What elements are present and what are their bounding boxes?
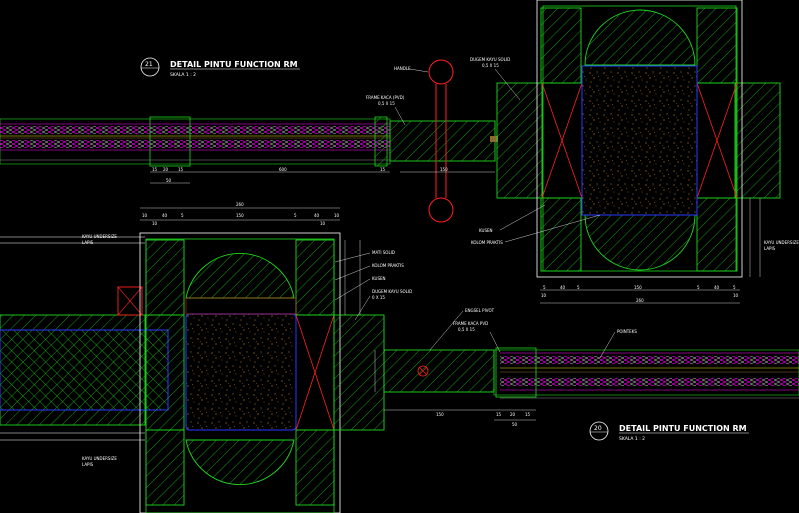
svg-text:10: 10 [142, 213, 148, 218]
svg-text:10: 10 [733, 293, 739, 298]
svg-text:10: 10 [152, 221, 158, 226]
svg-text:10: 10 [334, 213, 340, 218]
svg-text:150: 150 [440, 167, 448, 172]
svg-text:150: 150 [436, 412, 444, 417]
svg-text:150: 150 [236, 213, 244, 218]
svg-text:50: 50 [512, 422, 518, 427]
detail-number: 20 [594, 425, 602, 432]
column-core-bottom [185, 313, 297, 431]
svg-text:15: 15 [380, 167, 386, 172]
svg-text:40: 40 [162, 213, 168, 218]
svg-text:5: 5 [294, 213, 297, 218]
detail-scale: SKALA 1 : 2 [170, 72, 196, 78]
svg-text:10: 10 [320, 221, 326, 226]
detail-number-circle [589, 421, 609, 441]
label-kolom: KOLOM PRAKTIS [471, 240, 503, 245]
top-labels: HANDLE FRAME KACA (PVD) 0,5 X 15 DUGEM K… [366, 57, 799, 251]
svg-text:LAPIS: LAPIS [82, 240, 94, 245]
label-kusen: KUSEN [479, 228, 493, 233]
wall-left [0, 236, 169, 441]
label-kolom-praktis: KOLOM PRAKTIS [372, 263, 404, 268]
label-pointeks: POINTEKS [617, 329, 637, 334]
svg-text:LAPIS: LAPIS [82, 462, 94, 467]
svg-text:15: 15 [525, 412, 531, 417]
label-engsel: ENGSEL PIVOT [465, 308, 495, 313]
detail-number: 21 [145, 61, 153, 68]
svg-text:5: 5 [543, 285, 546, 290]
svg-text:260: 260 [636, 298, 644, 303]
bottom-labels: KAYU UNDERSIZE LAPIS KAYU UNDERSIZE LAPI… [82, 234, 637, 467]
frame-bottom [139, 232, 385, 513]
label-dugem-bottom: DUGEM KAYU SOLID [372, 289, 412, 294]
label-mati-solid: MATI SOLID [372, 250, 395, 255]
svg-text:5: 5 [697, 285, 700, 290]
svg-text:10: 10 [541, 293, 547, 298]
svg-text:20: 20 [510, 412, 516, 417]
svg-text:LAPIS: LAPIS [764, 246, 776, 251]
svg-text:0 X 15: 0 X 15 [372, 295, 385, 300]
label-kusen-bottom: KUSEN [372, 276, 386, 281]
glass-panel-top [0, 116, 391, 167]
detail-title: DETAIL PINTU FUNCTION RM [619, 424, 747, 433]
svg-text:0,5 X 15: 0,5 X 15 [482, 63, 499, 68]
svg-text:260: 260 [236, 202, 244, 207]
svg-text:15: 15 [178, 167, 184, 172]
label-kayu-right: KAYU UNDERSIZE [764, 240, 799, 245]
detail-scale: SKALA 1 : 2 [619, 436, 645, 442]
svg-text:15: 15 [496, 412, 502, 417]
bottom-dim-texts: 260 10 40 5 150 5 40 10 10 10 150 15 20 … [142, 202, 531, 427]
bottom-dimensions [140, 207, 536, 421]
svg-text:40: 40 [314, 213, 320, 218]
svg-text:5: 5 [577, 285, 580, 290]
frame-top [496, 0, 781, 278]
detail-title: DETAIL PINTU FUNCTION RM [170, 60, 298, 69]
svg-text:5: 5 [181, 213, 184, 218]
svg-text:150: 150 [634, 285, 642, 290]
label-frame-kaca: FRAME KACA (PVD) [366, 95, 405, 100]
label-kayu-top: KAYU UNDERSIZE [82, 234, 117, 239]
svg-text:5: 5 [733, 285, 736, 290]
bottom-detail-title-block: 20 DETAIL PINTU FUNCTION RM SKALA 1 : 2 [589, 421, 749, 442]
column-core-top [581, 65, 698, 216]
label-kayu-bottom: KAYU UNDERSIZE [82, 456, 117, 461]
top-detail: 21 DETAIL PINTU FUNCTION RM SKALA 1 : 2 [0, 0, 799, 304]
svg-text:40: 40 [714, 285, 720, 290]
svg-text:20: 20 [163, 167, 169, 172]
label-dugem: DUGEM KAYU SOLID [470, 57, 510, 62]
handle-top [428, 59, 454, 223]
svg-text:50: 50 [166, 178, 172, 183]
door-leaf-bottom [383, 349, 495, 393]
svg-text:600: 600 [279, 167, 287, 172]
svg-text:0,5 X 15: 0,5 X 15 [458, 327, 475, 332]
svg-text:40: 40 [560, 285, 566, 290]
svg-text:15: 15 [152, 167, 158, 172]
top-detail-title-block: 21 DETAIL PINTU FUNCTION RM SKALA 1 : 2 [140, 57, 300, 78]
bottom-detail: KAYU UNDERSIZE LAPIS KAYU UNDERSIZE LAPI… [0, 202, 799, 513]
glass-panel-bottom [493, 347, 799, 399]
label-frame-kaca-bottom: FRAME KACA PVD [453, 321, 488, 326]
svg-text:0,5 X 15: 0,5 X 15 [378, 101, 395, 106]
top-dimensions [150, 171, 761, 304]
door-leaf-top [389, 120, 496, 162]
detail-number-circle [140, 57, 160, 77]
label-handle: HANDLE [394, 66, 411, 71]
top-dim-texts: 15 20 15 50 600 15 150 5 40 5 150 5 40 5… [152, 167, 739, 303]
